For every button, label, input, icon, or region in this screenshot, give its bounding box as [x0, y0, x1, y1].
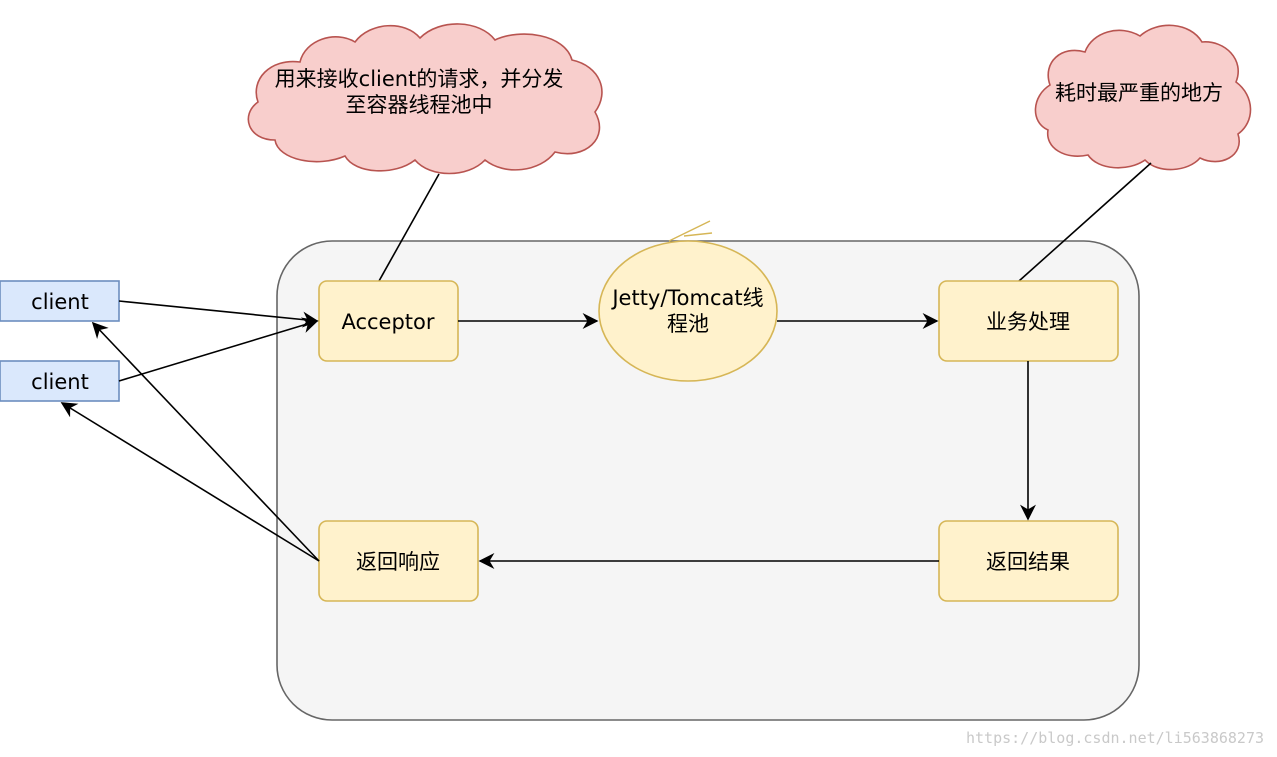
arrow-response-to-client1 [91, 321, 320, 562]
return-response-box: 返回响应 [318, 520, 479, 602]
thread-pool-label-line2: 程池 [667, 312, 709, 336]
business-note-line [1018, 162, 1152, 282]
arrow-client2-to-acceptor [118, 317, 319, 382]
cloud-note-bottleneck-text: 耗时最严重的地方 [1055, 81, 1223, 105]
thread-pool-label-line1: Jetty/Tomcat线 [610, 286, 763, 310]
server-container [276, 240, 1140, 721]
acceptor-box: Acceptor [318, 280, 459, 362]
return-result-box: 返回结果 [938, 520, 1119, 602]
business-box: 业务处理 [938, 280, 1119, 362]
arrow-client1-to-acceptor [118, 300, 319, 328]
return-response-label: 返回响应 [356, 550, 440, 574]
business-label: 业务处理 [986, 310, 1070, 334]
thread-pool-ellipse: Jetty/Tomcat线 程池 [598, 220, 778, 382]
client-box-2: client [0, 360, 120, 402]
client-label-1: client [31, 290, 89, 314]
acceptor-label: Acceptor [341, 310, 434, 334]
client-label-2: client [31, 370, 89, 394]
cloud-note-acceptor-line2: 至容器线程池中 [346, 93, 493, 117]
acceptor-note-line [378, 173, 440, 282]
client-box-1: client [0, 280, 120, 322]
cloud-note-acceptor-line1: 用来接收client的请求，并分发 [275, 67, 564, 91]
watermark: https://blog.csdn.net/li563868273 [966, 729, 1264, 747]
cloud-note-acceptor: 用来接收client的请求，并分发 至容器线程池中 [247, 23, 603, 175]
return-result-label: 返回结果 [986, 550, 1070, 574]
cloud-note-bottleneck: 耗时最严重的地方 [1034, 24, 1252, 171]
arrow-response-to-client2 [60, 402, 320, 562]
